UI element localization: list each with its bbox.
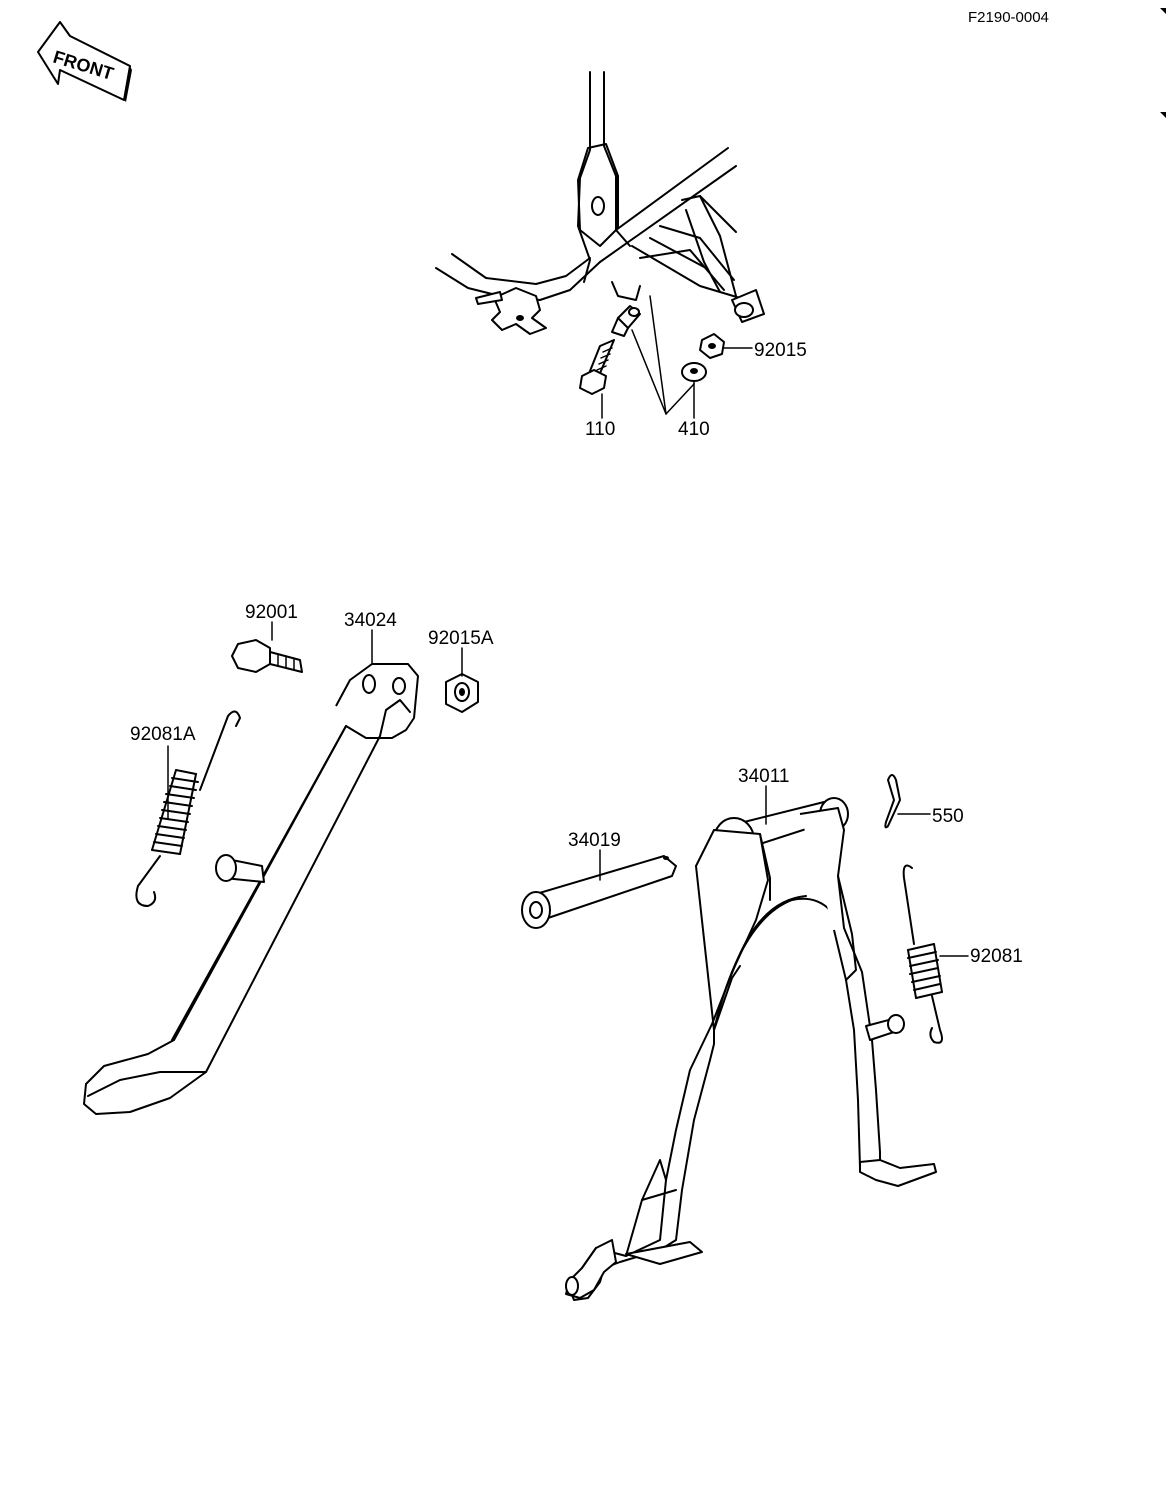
spring-92081 bbox=[902, 864, 943, 1044]
front-arrow-icon: FRONT bbox=[37, 21, 132, 102]
center-stand-34011 bbox=[565, 797, 937, 1301]
drawing-code: F2190-0004 bbox=[968, 9, 1049, 26]
leader-lines-frame bbox=[601, 295, 753, 419]
pin-side-stand bbox=[215, 854, 265, 883]
spring-92081A bbox=[135, 710, 241, 907]
label-110: 110 bbox=[585, 419, 615, 440]
leader-lines-side-stand bbox=[167, 621, 463, 819]
label-92001: 92001 bbox=[245, 602, 298, 623]
shaft-34019 bbox=[521, 855, 677, 929]
cotter-pin-550 bbox=[884, 774, 901, 829]
label-34019: 34019 bbox=[568, 830, 621, 851]
nut-92015 bbox=[699, 333, 725, 359]
frame bbox=[435, 71, 765, 337]
label-550: 550 bbox=[932, 806, 964, 827]
label-410: 410 bbox=[678, 419, 710, 440]
bolt-110 bbox=[579, 339, 615, 395]
label-92081: 92081 bbox=[970, 946, 1023, 967]
leader-lines-center-stand bbox=[599, 785, 969, 957]
washer-410 bbox=[681, 362, 707, 382]
label-92081A: 92081A bbox=[130, 724, 196, 745]
corner-marks bbox=[1160, 8, 1166, 118]
bolt-92001 bbox=[231, 639, 303, 673]
label-34024: 34024 bbox=[344, 610, 397, 631]
label-34011: 34011 bbox=[738, 766, 789, 787]
nut-92015A bbox=[445, 673, 479, 713]
side-stand-34024 bbox=[83, 663, 419, 1115]
label-92015A: 92015A bbox=[428, 628, 494, 649]
label-92015: 92015 bbox=[754, 340, 807, 361]
